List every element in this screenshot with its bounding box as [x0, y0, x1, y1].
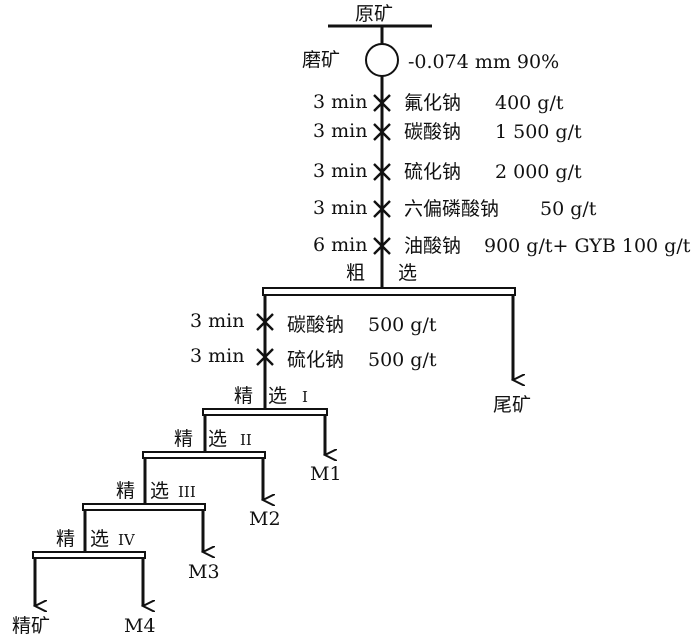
cleaner-label-b: 选 — [90, 528, 109, 550]
reagent-name: 硫化钠 — [404, 161, 461, 183]
cleaner-cell-bar — [32, 551, 146, 559]
rougher-reagent-5: 6 min 油酸钠 900 g/t+ GYB 100 g/t — [313, 234, 691, 257]
rougher-reagent-1: 3 min 氟化钠 400 g/t — [313, 91, 564, 114]
cleaner-cell-bar — [142, 451, 266, 459]
cleaner-stage-1: 精 选 I M1 — [202, 385, 342, 485]
reagent-dose: 500 g/t — [368, 314, 437, 336]
cleaner-reagent-1: 3 min 碳酸钠 500 g/t — [190, 310, 437, 336]
cleaner-label-a: 精 — [116, 480, 135, 502]
reagent-name: 六偏磷酸钠 — [404, 198, 499, 220]
cleaner-stage-2: 精 选 II M2 — [142, 428, 281, 530]
cleaner-reagent-2: 3 min 硫化钠 500 g/t — [190, 345, 437, 371]
rougher-reagent-2: 3 min 碳酸钠 1 500 g/t — [313, 120, 582, 143]
cleaner-stage-3: 精 选 III M3 — [82, 480, 220, 583]
grinding-circle — [365, 43, 399, 77]
middling-label: M1 — [310, 463, 342, 485]
cleaner-roman: IV — [118, 531, 136, 549]
grinding-spec: -0.074 mm 90% — [408, 51, 559, 73]
rougher-reagent-3: 3 min 硫化钠 2 000 g/t — [313, 160, 582, 183]
reagent-name: 碳酸钠 — [404, 121, 461, 143]
cleaner-label-a: 精 — [56, 528, 75, 550]
middling-label: M3 — [188, 561, 220, 583]
rougher-label-a: 粗 — [346, 262, 365, 284]
cleaner-label-a: 精 — [234, 385, 253, 407]
concentrate-label: 精矿 — [12, 615, 50, 637]
rougher-reagent-4: 3 min 六偏磷酸钠 50 g/t — [313, 197, 597, 220]
rougher-cell-bar — [262, 287, 516, 296]
reagent-name: 氟化钠 — [404, 92, 461, 114]
reagent-time: 3 min — [190, 310, 244, 332]
reagent-time: 3 min — [190, 345, 244, 367]
cleaner-roman: III — [178, 483, 196, 501]
cleaner-roman: II — [240, 431, 252, 449]
reagent-time: 6 min — [313, 234, 367, 256]
reagent-dose: 2 000 g/t — [495, 161, 582, 183]
rougher-label-b: 选 — [398, 262, 417, 284]
cleaner-label-b: 选 — [150, 480, 169, 502]
reagent-time: 3 min — [313, 91, 367, 113]
cleaner-label-b: 选 — [208, 428, 227, 450]
middling-label: M4 — [124, 615, 156, 637]
reagent-dose: 900 g/t+ GYB 100 g/t — [484, 235, 691, 257]
cleaner-label-b: 选 — [268, 385, 287, 407]
cleaner-label-a: 精 — [174, 428, 193, 450]
middling-label: M2 — [249, 508, 281, 530]
reagent-name: 油酸钠 — [404, 235, 461, 257]
reagent-dose: 1 500 g/t — [495, 121, 582, 143]
reagent-dose: 400 g/t — [495, 92, 564, 114]
reagent-dose: 500 g/t — [368, 349, 437, 371]
reagent-name: 硫化钠 — [287, 349, 344, 371]
cleaner-roman: I — [302, 388, 308, 406]
cleaner-stage-4: 精 选 IV M4 精矿 — [12, 528, 156, 637]
reagent-dose: 50 g/t — [540, 198, 597, 220]
cleaner-cell-bar — [202, 408, 328, 416]
reagent-name: 碳酸钠 — [287, 314, 344, 336]
reagent-time: 3 min — [313, 197, 367, 219]
tailing-label: 尾矿 — [493, 394, 531, 416]
feed-label: 原矿 — [355, 3, 393, 25]
reagent-time: 3 min — [313, 160, 367, 182]
grinding-label: 磨矿 — [302, 49, 340, 71]
reagent-time: 3 min — [313, 120, 367, 142]
cleaner-cell-bar — [82, 503, 206, 511]
